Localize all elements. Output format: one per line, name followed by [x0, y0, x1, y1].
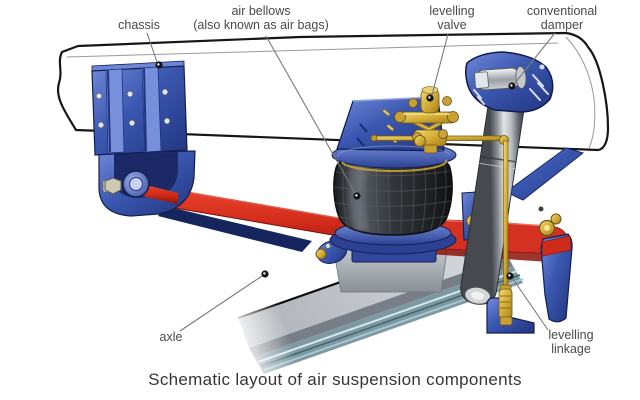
label-air-bellows-line2: (also known as air bags): [193, 18, 328, 32]
damper-lower-mount: [538, 206, 573, 323]
label-air-bellows-line1: air bellows: [231, 4, 290, 18]
hanger-bracket: [91, 60, 196, 217]
bracket-bolts: [95, 88, 171, 129]
label-levelling-valve-line2: valve: [437, 18, 466, 32]
label-chassis: chassis: [118, 18, 160, 32]
label-conventional-damper-line1: conventional: [527, 4, 597, 18]
damper-top-mount: [464, 51, 554, 113]
chassis-cross-tube: [505, 147, 585, 201]
conventional-damper: [460, 51, 573, 334]
label-axle: axle: [160, 330, 183, 344]
levelling-linkage-rod: [498, 140, 513, 326]
label-levelling-linkage-line2: linkage: [551, 342, 591, 356]
pivot-bolt: [102, 170, 150, 198]
label-levelling-valve-line1: levelling: [429, 4, 474, 18]
levelling-valve: [370, 86, 509, 154]
leader-dots: [155, 61, 516, 280]
leader-lines: [146, 32, 556, 332]
label-conventional-damper-line2: damper: [541, 18, 583, 32]
label-levelling-linkage-line1: levelling: [548, 328, 593, 342]
trailing-arm-underplate: [158, 206, 312, 252]
callout-labels: chassis air bellows (also known as air b…: [118, 4, 597, 356]
figure-caption: Schematic layout of air suspension compo…: [148, 370, 522, 389]
